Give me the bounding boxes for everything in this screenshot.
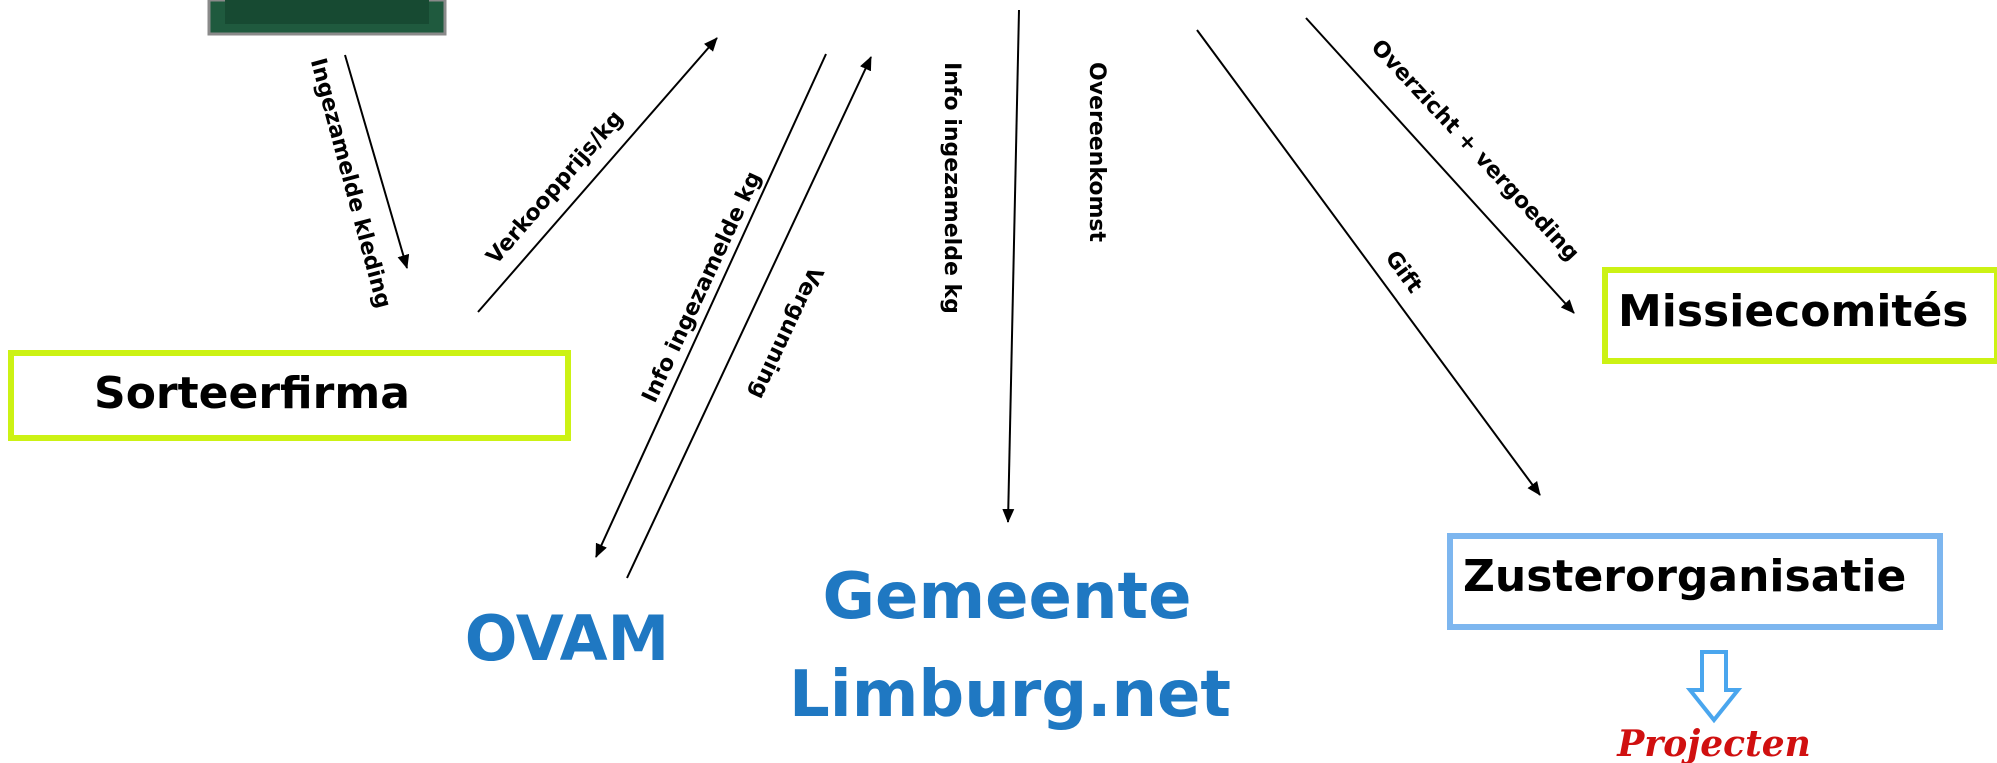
label-verkoopprijs: Verkoopprijs/kg xyxy=(482,106,629,269)
gemeente-label: Gemeente xyxy=(823,560,1192,634)
arrow-vergunning xyxy=(626,56,872,579)
zusterorganisatie-label: Zusterorganisatie xyxy=(1463,551,1906,602)
ovam-label: OVAM xyxy=(465,602,670,675)
clothing-container-image xyxy=(207,0,447,36)
limburgnet-label: Limburg.net xyxy=(789,658,1231,732)
label-gift: Gift xyxy=(1380,246,1427,298)
arrow-info-kg-gemeente xyxy=(1002,9,1020,523)
arrow-ingezamelde-kleding xyxy=(344,54,410,269)
arrow-gift xyxy=(1196,29,1541,496)
node-sorteerfirma: Sorteerfirma xyxy=(8,350,571,441)
missiecomites-label: Missiecomités xyxy=(1618,286,1968,337)
label-overeenkomst: Overeenkomst xyxy=(1084,62,1109,242)
label-info-kg-gemeente: Info ingezamelde kg xyxy=(939,62,964,314)
label-vergunning: Vergunning xyxy=(744,263,827,403)
sorteerfirma-label: Sorteerfirma xyxy=(94,368,410,419)
label-overzicht: Overzicht + vergoeding xyxy=(1366,35,1584,266)
arrow-overzicht xyxy=(1305,17,1575,314)
arrow-info-kg-ovam xyxy=(595,53,827,558)
node-missiecomites: Missiecomités xyxy=(1602,267,1997,364)
arrow-verkoopprijs xyxy=(477,37,718,313)
label-info-kg-ovam: Info ingezamelde kg xyxy=(638,168,767,407)
projecten-label: Projecten xyxy=(1616,723,1811,763)
down-arrow-icon xyxy=(1685,650,1743,724)
node-zusterorganisatie: Zusterorganisatie xyxy=(1447,533,1943,630)
